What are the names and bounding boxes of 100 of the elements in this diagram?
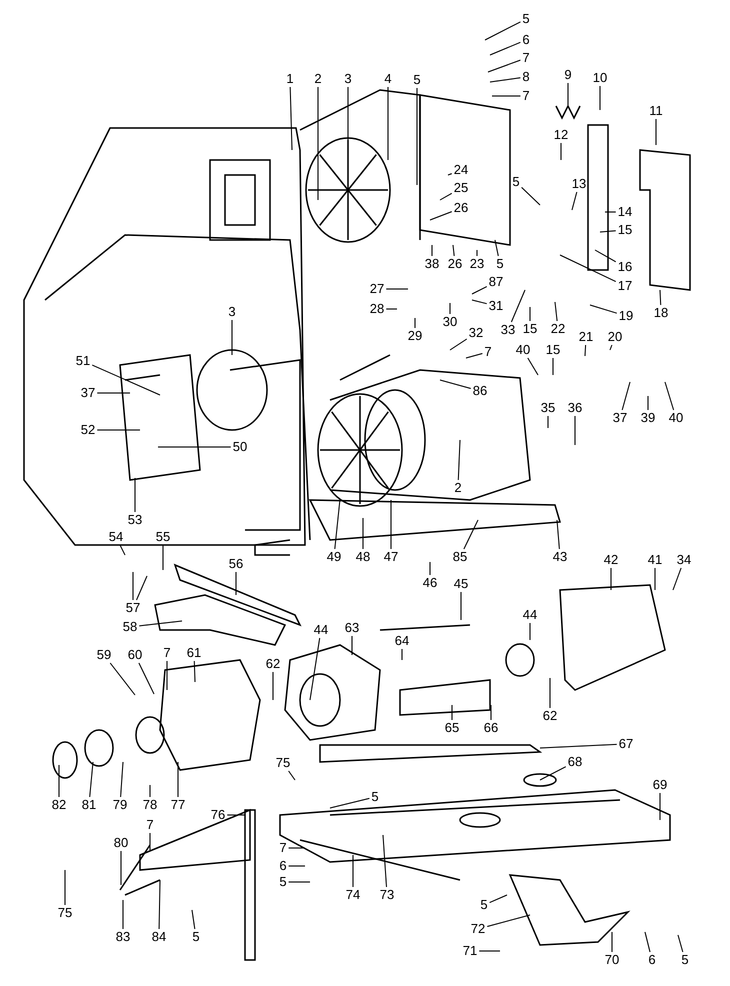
callout-number: 26 (452, 201, 470, 215)
callout-number: 84 (150, 930, 168, 944)
callout-number: 21 (578, 330, 594, 344)
callout-number: 74 (344, 888, 362, 902)
callout-number: 26 (446, 257, 464, 271)
leader-line (120, 762, 124, 798)
leader-line (463, 520, 478, 550)
leader-line (494, 240, 499, 256)
leader-line (472, 300, 488, 304)
leader-line (290, 86, 292, 150)
callout-number: 1 (285, 72, 295, 86)
leader-line (194, 660, 196, 682)
leader-line (644, 932, 650, 952)
callout-number: 37 (80, 386, 96, 400)
callout-number: 57 (124, 601, 142, 615)
callout-number: 5 (479, 898, 489, 912)
callout-number: 7 (521, 89, 531, 103)
leader-line (310, 638, 320, 700)
callout-number: 62 (264, 657, 282, 671)
callout-number: 32 (468, 326, 484, 340)
callout-number: 4 (383, 72, 393, 86)
callout-number: 54 (108, 530, 124, 544)
callout-number: 40 (514, 343, 532, 357)
leader-line (622, 382, 630, 410)
leader-line (386, 308, 398, 310)
callout-number: 22 (550, 322, 566, 336)
callout-number: 23 (468, 257, 486, 271)
leader-line (540, 766, 566, 780)
leader-line (556, 520, 560, 550)
leader-line (64, 870, 66, 906)
leader-line (610, 568, 612, 590)
callout-number: 15 (544, 343, 562, 357)
callout-number: 79 (112, 798, 128, 812)
leader-line (572, 192, 578, 210)
leader-line (610, 344, 612, 350)
leader-line (594, 250, 616, 262)
callout-number: 63 (344, 621, 360, 635)
leader-line (600, 230, 616, 232)
callout-number: 5 (412, 73, 422, 87)
leader-line (478, 950, 500, 952)
callout-number: 40 (668, 411, 684, 425)
leader-line (390, 500, 392, 550)
callout-number: 85 (452, 550, 468, 564)
callout-number: 5 (370, 790, 380, 804)
callout-number: 75 (56, 906, 74, 920)
leader-line (678, 934, 684, 952)
callout-number: 72 (470, 922, 486, 936)
callout-number: 6 (647, 953, 657, 967)
callout-number: 48 (354, 550, 372, 564)
callout-number: 76 (210, 808, 226, 822)
callout-number: 34 (676, 553, 692, 567)
leader-line (476, 250, 478, 256)
callout-number: 5 (521, 12, 531, 26)
callout-number: 12 (552, 128, 570, 142)
leader-line (590, 304, 618, 314)
leader-line (560, 254, 616, 282)
leader-line (430, 211, 452, 220)
callout-number: 2 (453, 481, 463, 495)
leader-line (584, 344, 586, 356)
callout-number: 65 (444, 721, 460, 735)
callout-number: 61 (186, 646, 202, 660)
leader-line (490, 77, 521, 82)
leader-line (540, 744, 618, 748)
callout-number: 36 (566, 401, 584, 415)
callout-number: 33 (500, 323, 516, 337)
leader-line (552, 358, 554, 376)
callout-number: 7 (145, 818, 155, 832)
callout-number: 70 (604, 953, 620, 967)
callout-number: 55 (154, 530, 172, 544)
callout-number: 62 (542, 709, 558, 723)
leader-line (226, 814, 246, 816)
callout-number: 9 (563, 68, 573, 82)
callout-number: 50 (232, 440, 248, 454)
leader-line (138, 662, 154, 694)
leader-line (136, 576, 148, 600)
callout-number: 7 (278, 841, 288, 855)
callout-number: 58 (122, 620, 138, 634)
leader-line (554, 302, 558, 322)
callout-number: 29 (406, 329, 424, 343)
leader-line (560, 142, 562, 160)
leader-line (486, 914, 530, 927)
callout-number: 41 (646, 553, 664, 567)
leader-line (510, 290, 526, 322)
callout-number: 14 (616, 205, 634, 219)
callout-number: 3 (343, 72, 353, 86)
callout-number: 5 (680, 953, 690, 967)
callout-number: 42 (602, 553, 620, 567)
leader-line (450, 338, 468, 350)
leader-line (120, 544, 126, 556)
leader-line (362, 518, 364, 550)
callout-number: 75 (274, 756, 292, 770)
leader-line (110, 662, 136, 696)
callout-number: 81 (80, 798, 98, 812)
callout-number: 28 (368, 302, 386, 316)
callout-number: 8 (521, 70, 531, 84)
callout-number: 19 (618, 309, 634, 323)
callout-number: 78 (142, 798, 158, 812)
callout-number: 37 (612, 411, 628, 425)
callout-number: 13 (570, 177, 588, 191)
callout-number: 60 (126, 648, 144, 662)
